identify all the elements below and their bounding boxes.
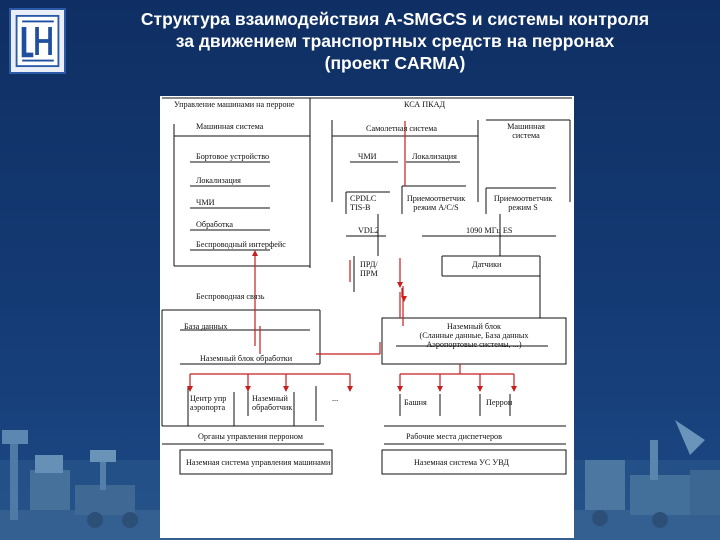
ground-processor-line-1: Наземный <box>252 394 288 403</box>
ellipsis-label: ... <box>332 394 339 403</box>
title-line-3: (проект CARMA) <box>324 53 466 73</box>
apron-control-center: Центр упр аэропорта <box>190 394 226 412</box>
cpdlc-line-1: CPDLC <box>350 194 377 203</box>
freq-1090-link: 1090 МГц ES <box>466 226 513 235</box>
apron-mgmt-bodies: Органы управления перроном <box>198 432 303 441</box>
tower: Башня <box>404 398 427 407</box>
ground-block-line-1: Наземный блок <box>446 322 502 331</box>
vehicle-system-right-line-1: Машинная <box>507 122 545 131</box>
transponder-acs: Приемоответчик режим А/С/S <box>406 194 466 212</box>
apron-control-center-line-1: Центр упр <box>190 394 227 403</box>
title-line-2: за движением транспортных средств на пер… <box>175 31 615 51</box>
transponder-acs-line-2: режим А/С/S <box>413 203 459 212</box>
wireless-link: Беспроводная связь <box>196 292 265 301</box>
vdl2-link: VDL2 <box>358 226 379 235</box>
organization-logo <box>9 8 66 74</box>
vehicle-system-right-line-2: система <box>512 131 540 140</box>
title-line-1: Структура взаимодействия A-SMGCS и систе… <box>140 9 650 29</box>
ground-block-line-2: (Сланные данные, База данных <box>419 331 529 340</box>
database: База данных <box>184 322 228 331</box>
ground-processor: Наземный обработчик <box>252 394 292 412</box>
transponder-s: Приемоответчик режим S <box>490 194 556 212</box>
ground-processor-line-2: обработчик <box>252 403 293 412</box>
dispatcher-workstations: Рабочие места диспетчеров <box>406 432 503 441</box>
ground-vehicle-mgmt-system: Наземная система управления машинами <box>186 458 331 467</box>
hmi-left: ЧМИ <box>196 198 215 207</box>
transponder-s-line-1: Приемоответчик <box>493 194 553 203</box>
localization-aircraft: Локализация <box>412 152 457 161</box>
hmi-aircraft: ЧМИ <box>358 152 377 161</box>
apron-control-center-line-2: аэропорта <box>190 403 226 412</box>
onboard-device: Бортовое устройство <box>196 152 270 161</box>
ground-processing-unit: Наземный блок обработки <box>200 354 293 363</box>
diagram-lines <box>161 97 572 475</box>
prd-prm-line-2: ПРМ <box>360 269 378 278</box>
wireless-interface: Беспроводный интерфейс <box>196 240 286 249</box>
aircraft-system: Самолетная система <box>366 124 438 133</box>
vehicle-system-right: Машинная система <box>496 122 556 140</box>
transponder-s-line-2: режим S <box>508 203 538 212</box>
ground-system-uvd: Наземная система УС УВД <box>414 458 509 467</box>
ground-block: Наземный блок (Сланные данные, База данн… <box>388 322 560 349</box>
sensors: Датчики <box>472 260 502 269</box>
processing: Обработка <box>196 220 234 229</box>
ground-block-line-3: Аэропортовые системы, ...) <box>426 340 522 349</box>
cpdlc-tisb: CPDLC TIS-B <box>350 194 376 212</box>
carma-structure-diagram: Управление машинами на перроне КСА ПКАД … <box>160 96 574 538</box>
cpdlc-line-2: TIS-B <box>350 203 371 212</box>
transponder-acs-line-1: Приемоответчик <box>406 194 466 203</box>
slide-title: Структура взаимодействия A-SMGCS и систе… <box>80 8 710 74</box>
apron: Перрон <box>486 398 513 407</box>
right-header: КСА ПКАД <box>404 100 446 109</box>
vehicle-system-left: Машинная система <box>196 122 264 131</box>
prd-prm-line-1: ПРД/ <box>360 260 378 269</box>
localization-left: Локализация <box>196 176 241 185</box>
left-header: Управление машинами на перроне <box>174 100 295 109</box>
prd-prm: ПРД/ ПРМ <box>360 260 378 278</box>
